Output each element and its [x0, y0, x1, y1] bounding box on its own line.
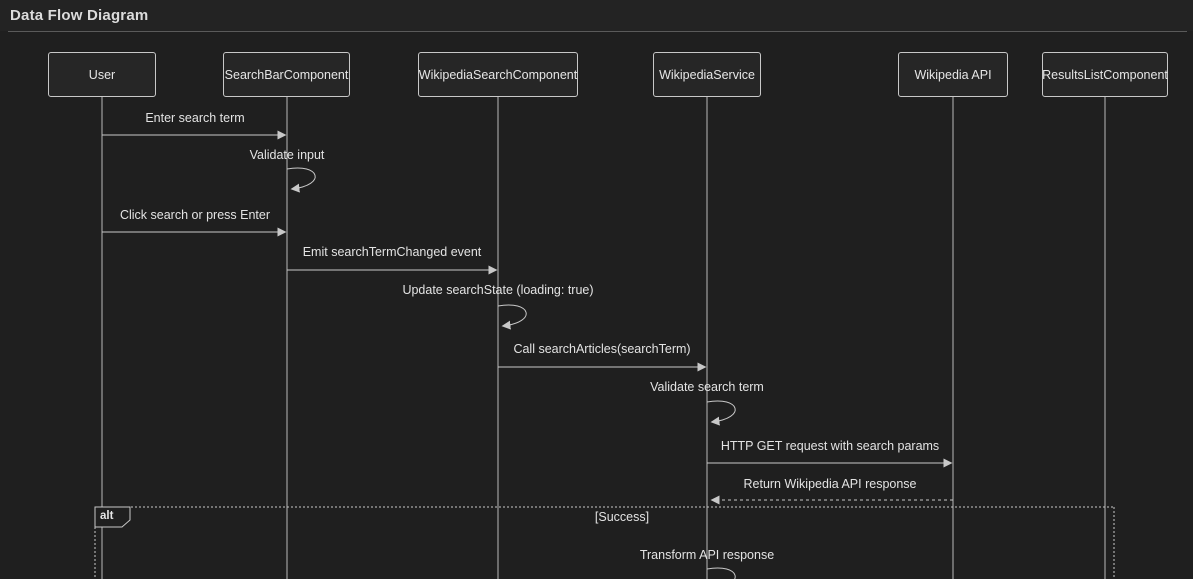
message-label: Emit searchTermChanged event — [302, 245, 482, 259]
participant-label: SearchBarComponent — [224, 67, 349, 82]
participant-label: WikipediaService — [659, 67, 755, 82]
self-loop-transform-api-response — [706, 567, 736, 579]
message-arrows — [102, 130, 953, 579]
alt-operator-label: alt — [100, 510, 114, 522]
alt-frame — [94, 506, 1115, 579]
lifelines — [101, 97, 1106, 579]
message-label: Call searchArticles(searchTerm) — [513, 342, 691, 356]
message-label: Update searchState (loading: true) — [402, 283, 594, 297]
self-loop-update-searchstate — [497, 304, 527, 330]
participant-user: User — [48, 52, 156, 97]
message-label: Validate input — [249, 148, 325, 162]
participant-wikipediaservice: WikipediaService — [653, 52, 761, 97]
message-label: HTTP GET request with search params — [720, 439, 940, 453]
self-loop-validate-search-term — [706, 400, 736, 426]
participant-label: ResultsListComponent — [1042, 67, 1168, 82]
participant-label: User — [88, 67, 116, 82]
self-loop-validate-input — [286, 167, 316, 193]
participant-searchbarcomponent: SearchBarComponent — [223, 52, 350, 97]
header: Data Flow Diagram — [0, 0, 1193, 31]
alt-condition-label: [Success] — [594, 510, 650, 524]
message-label: Click search or press Enter — [119, 208, 271, 222]
participant-wikipedia-api: Wikipedia API — [898, 52, 1008, 97]
message-label: Transform API response — [639, 548, 775, 562]
participant-resultslistcomponent: ResultsListComponent — [1042, 52, 1168, 97]
participant-label: Wikipedia API — [914, 67, 992, 82]
alt-label-tab — [94, 506, 131, 528]
participant-label: WikipediaSearchComponent — [418, 67, 578, 82]
header-separator — [8, 31, 1187, 32]
message-label: Enter search term — [145, 111, 245, 125]
message-label: Validate search term — [650, 380, 764, 394]
message-label: Return Wikipedia API response — [743, 477, 917, 491]
participant-wikipediasearchcomponent: WikipediaSearchComponent — [418, 52, 578, 97]
page-title: Data Flow Diagram — [10, 7, 149, 24]
